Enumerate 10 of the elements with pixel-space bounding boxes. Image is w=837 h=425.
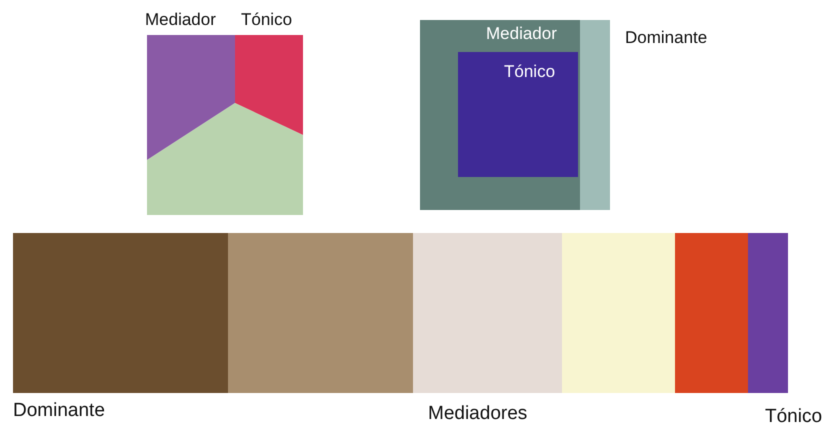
color-label: Tónico — [765, 406, 822, 425]
color-label: Tónico — [504, 62, 556, 82]
color-label: Mediador — [145, 10, 216, 30]
color-label: Mediador — [486, 24, 557, 44]
color-square — [420, 20, 580, 210]
color-label: Mediadores — [428, 403, 528, 425]
color-square — [458, 52, 578, 177]
color-label: Dominante — [625, 28, 708, 48]
color-label: Tónico — [241, 10, 292, 30]
color-label: Dominante — [13, 400, 105, 422]
